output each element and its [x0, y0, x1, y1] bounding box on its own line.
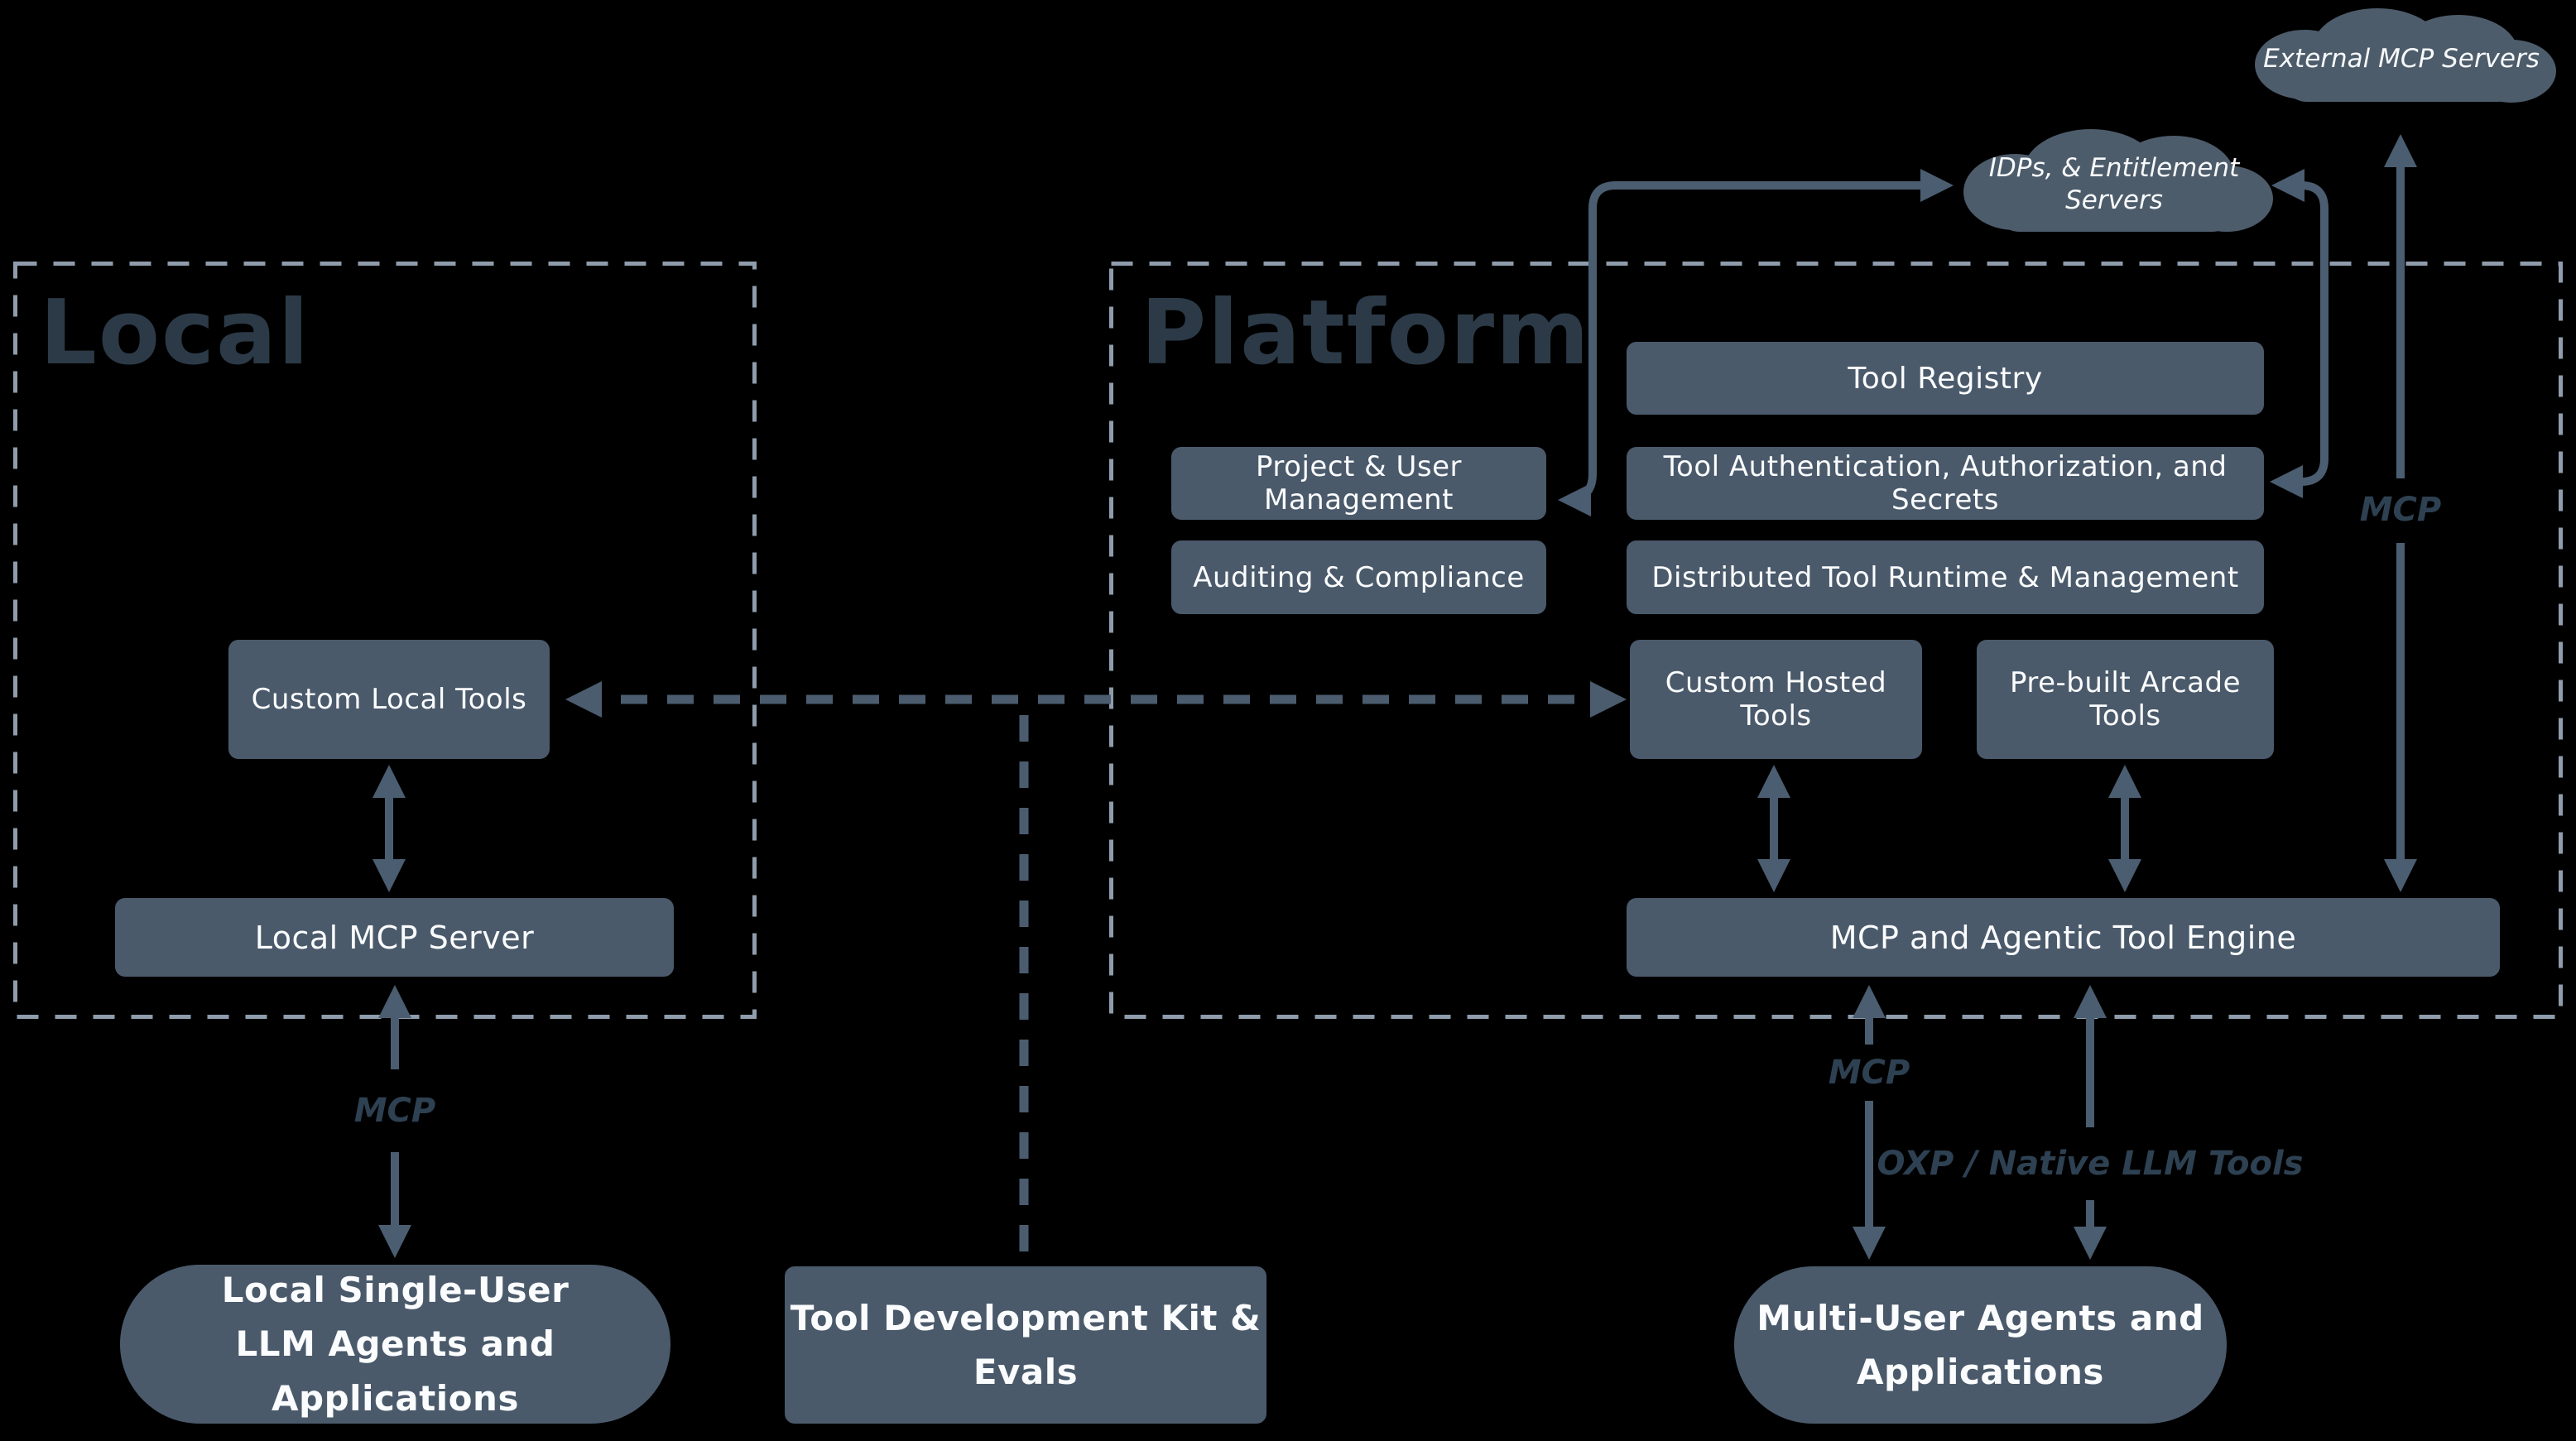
- auditing-compliance-box: Auditing & Compliance: [1171, 540, 1546, 614]
- edge-projectmgmt-idps: [1558, 169, 1954, 516]
- agents-label-line2: LLM Agents and Applications: [235, 1323, 555, 1419]
- multi-user-agents-pill: Multi-User Agents and Applications: [1734, 1266, 2227, 1424]
- mcp-engine-box: MCP and Agentic Tool Engine: [1627, 898, 2500, 977]
- prebuilt-arcade-tools-box: Pre-built Arcade Tools: [1977, 640, 2274, 759]
- cloud-label: External MCP Servers: [2263, 43, 2540, 74]
- edge-label-oxp: OXP / Native LLM Tools: [1877, 1141, 2303, 1187]
- cloud-shape-icon: [2255, 8, 2556, 103]
- tool-registry-box: Tool Registry: [1627, 342, 2264, 415]
- agents-label-line1: Local Single-User: [221, 1270, 570, 1311]
- edge-toolauth-idps: [2270, 169, 2328, 498]
- idps-entitlement-cloud: IDPs, & Entitlement Servers: [1952, 124, 2276, 245]
- external-mcp-servers-cloud: External MCP Servers: [2245, 5, 2558, 113]
- platform-section-title: Platform: [1141, 281, 1591, 385]
- tool-auth-box: Tool Authentication, Authorization, and …: [1627, 447, 2264, 520]
- agents-label-line1: Multi-User Agents and: [1757, 1297, 2204, 1338]
- custom-hosted-tools-box: Custom Hosted Tools: [1630, 640, 1922, 759]
- local-single-user-agents-pill: Local Single-User LLM Agents and Applica…: [120, 1265, 670, 1424]
- agents-label-line2: Applications: [1857, 1352, 2104, 1392]
- edge-label-mcp-local: MCP: [337, 1088, 453, 1134]
- cloud-label: IDPs, & Entitlement Servers: [1989, 152, 2240, 217]
- tool-dev-kit-box: Tool Development Kit & Evals: [785, 1266, 1266, 1424]
- local-mcp-server-box: Local MCP Server: [115, 898, 674, 977]
- cloud-label-line1: IDPs, & Entitlement: [1988, 153, 2240, 184]
- edge-label-mcp-external: MCP: [2343, 487, 2458, 533]
- distributed-runtime-box: Distributed Tool Runtime & Management: [1627, 540, 2264, 614]
- edge-label-mcp-engine-agents: MCP: [1811, 1050, 1927, 1096]
- local-section-title: Local: [40, 281, 310, 385]
- project-user-management-box: Project & User Management: [1171, 447, 1546, 520]
- cloud-label-line2: Servers: [2065, 185, 2163, 215]
- custom-local-tools-box: Custom Local Tools: [228, 640, 550, 759]
- local-section-border: [13, 262, 757, 1019]
- cloud-shape-icon: [1963, 129, 2273, 232]
